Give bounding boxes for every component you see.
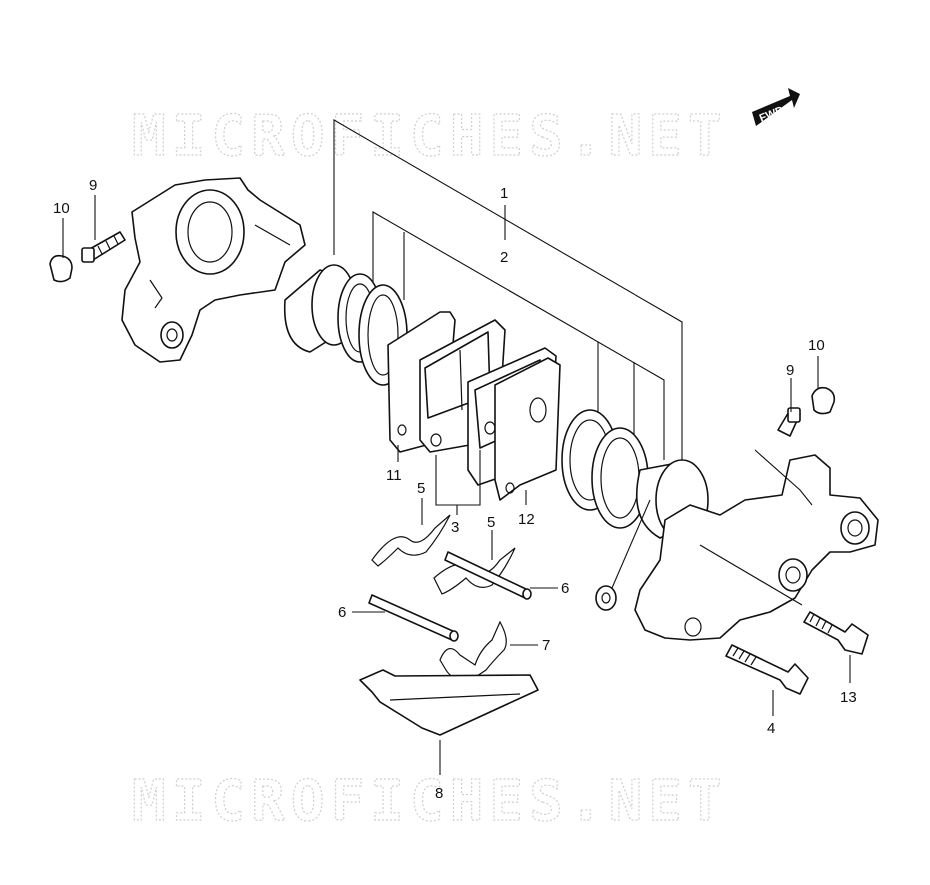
callout-3: 3 [451,519,459,536]
callout-10b: 10 [808,337,825,354]
callout-11: 11 [386,467,402,484]
callout-6a: 6 [561,580,569,597]
callout-9a: 9 [89,177,97,194]
bleeder-cap-right [811,386,836,415]
assembly-bracket-2 [372,211,665,460]
callout-7: 7 [542,637,550,654]
callout-1: 1 [500,185,508,202]
callout-6b: 6 [338,604,346,621]
forward-badge-label: FWD [758,104,786,125]
watermark-top: MICROFICHES.NET [132,104,728,169]
leader-lines [62,195,851,775]
caliper-cover [359,669,539,736]
small-washer [595,585,617,611]
pad-pin-lower [368,594,459,642]
mounting-bolt-13 [803,611,869,655]
bleeder-screw-left [81,231,126,263]
callout-5a: 5 [417,480,425,497]
callout-9b: 9 [786,362,794,379]
assembly-bracket-1 [333,119,683,470]
callout-10a: 10 [53,200,70,217]
pad-pin-upper [444,551,532,600]
callout-13: 13 [840,689,857,706]
caliper-half-left [121,177,306,363]
callout-12: 12 [518,511,535,528]
bleeder-cap-left [49,254,73,283]
watermark-bottom: MICROFICHES.NET [132,769,728,834]
caliper-half-right [634,454,879,641]
pad-shim-right [494,357,561,501]
mounting-bolt-4 [725,644,809,695]
callout-4: 4 [767,720,775,737]
callout-2: 2 [500,249,508,266]
bleeder-screw-right [754,407,813,506]
callout-8: 8 [435,785,443,802]
forward-arrow-icon: FWD [752,88,800,126]
callout-5b: 5 [487,514,495,531]
pad-spring-left [371,514,451,567]
